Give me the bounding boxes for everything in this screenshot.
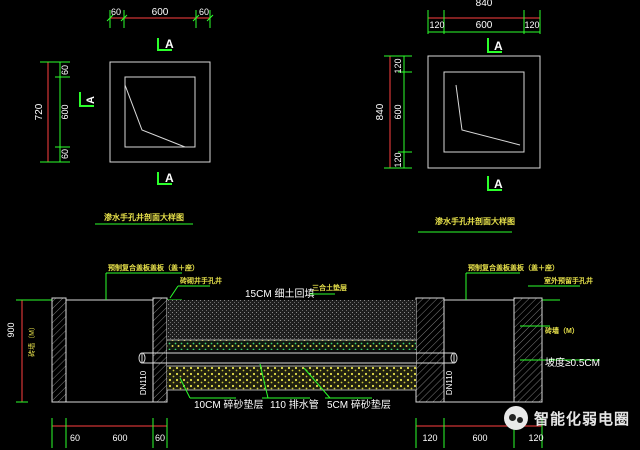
plan-left-section-letter-top: A <box>165 37 174 51</box>
plan-right-side-600: 600 <box>393 104 403 119</box>
plan-right-section-mark-top <box>487 38 502 53</box>
depth-label: 900 <box>6 322 16 337</box>
drain-pipe-end-right <box>450 352 458 364</box>
plan-right-inner-cut <box>455 84 521 146</box>
right-lid-label: 预制复合盖板盖板（盖＋座） <box>468 263 559 272</box>
left-well-wall-right <box>152 297 168 403</box>
plan-left-caption: 渗水手孔井剖面大样图 <box>104 212 184 222</box>
plan-right-dim-120b: 120 <box>524 20 539 30</box>
plan-right-dim-600: 600 <box>476 20 493 31</box>
section-view: DN110 DN110 预制复合盖板盖板（盖＋座） 砖砌井手孔井 15CM 细土… <box>6 263 600 448</box>
plan-left-inner-cut <box>124 84 186 148</box>
lime-label: 三合土垫层 <box>312 283 347 292</box>
bottom-right-dim-600: 600 <box>472 433 487 443</box>
left-lid-label: 预制复合盖板盖板（盖＋座） <box>108 263 199 272</box>
plan-right: 840 120 600 120 A A 840 120 600 120 渗水手孔… <box>375 0 541 233</box>
left-wall-label: 砖砌井手孔井 <box>180 276 222 285</box>
watermark-text: 智能化弱电圈 <box>533 409 630 428</box>
pipe-zone <box>167 350 416 366</box>
plan-left-outer-box <box>109 61 211 163</box>
plan-right-total-840-side: 840 <box>375 103 386 120</box>
plan-left-section-letter-side: A <box>85 96 97 104</box>
drain-pipe <box>141 352 455 364</box>
left-side-label: 砖墙（M） <box>27 323 36 357</box>
watermark: 智能化弱电圈 <box>503 404 630 432</box>
bottom-right-dim-120b: 120 <box>528 433 543 443</box>
soil-backfill-layer <box>167 300 416 340</box>
plan-left-section-letter-bottom: A <box>165 171 174 185</box>
pipe-label-left: DN110 <box>139 370 148 395</box>
plan-left-side-60a: 60 <box>60 65 70 75</box>
plan-left-dim-60b: 60 <box>199 7 209 17</box>
plan-left-side-600: 600 <box>60 104 70 119</box>
plan-left-section-mark-bottom <box>157 172 172 185</box>
plan-right-outer-box <box>427 55 541 169</box>
bottom-left-dim-60b: 60 <box>155 433 165 443</box>
plan-left: 60 600 60 A A A 720 60 600 60 渗水手孔井剖面大样图 <box>34 7 214 225</box>
plan-left-dim-600: 600 <box>152 7 169 18</box>
plan-left-inner-box <box>124 76 196 148</box>
plan-right-inner-box <box>443 71 525 153</box>
plan-left-total-720: 720 <box>34 103 45 120</box>
plan-right-dim-120a: 120 <box>429 20 444 30</box>
slope-label: 坡度≥0.5CM <box>545 356 600 369</box>
gravel-layer-bottom <box>167 366 416 390</box>
right-well-wall-right <box>513 297 543 403</box>
right-wall-label: 室外预留手孔井 <box>544 276 593 285</box>
plan-right-section-letter-bottom: A <box>494 177 503 191</box>
plan-left-dim-60a: 60 <box>111 7 121 17</box>
drain-pipe-end-left <box>138 352 146 364</box>
plan-right-total-840: 840 <box>476 0 493 9</box>
soil-label: 15CM 细土回填 <box>245 287 314 300</box>
plan-left-side-60b: 60 <box>60 149 70 159</box>
gravel1-label: 10CM 碎砂垫层 <box>194 398 263 411</box>
right-side-label: 砖墙（M） <box>545 326 579 335</box>
plan-right-side-120b: 120 <box>393 152 403 167</box>
plan-left-section-mark-side <box>79 92 94 107</box>
bottom-left-dim-60a: 60 <box>70 433 80 443</box>
pipe-bed-layer-top <box>167 340 416 350</box>
left-well-wall-left <box>51 297 67 403</box>
right-well-wall-left <box>415 297 445 403</box>
wechat-logo-icon <box>503 406 528 430</box>
bottom-left-dim-600: 600 <box>112 433 127 443</box>
plan-right-side-120a: 120 <box>393 58 403 73</box>
plan-right-section-letter-top: A <box>494 39 503 53</box>
plan-right-section-mark-bottom <box>487 176 502 191</box>
plan-right-caption: 渗水手孔井剖面大样图 <box>435 216 515 226</box>
pipe-bed-label: 110 排水管 <box>270 398 319 411</box>
gravel2-label: 5CM 碎砂垫层 <box>327 398 391 411</box>
bottom-right-dim-120a: 120 <box>422 433 437 443</box>
pipe-label-right: DN110 <box>445 370 454 395</box>
plan-left-section-mark-top <box>157 38 172 51</box>
